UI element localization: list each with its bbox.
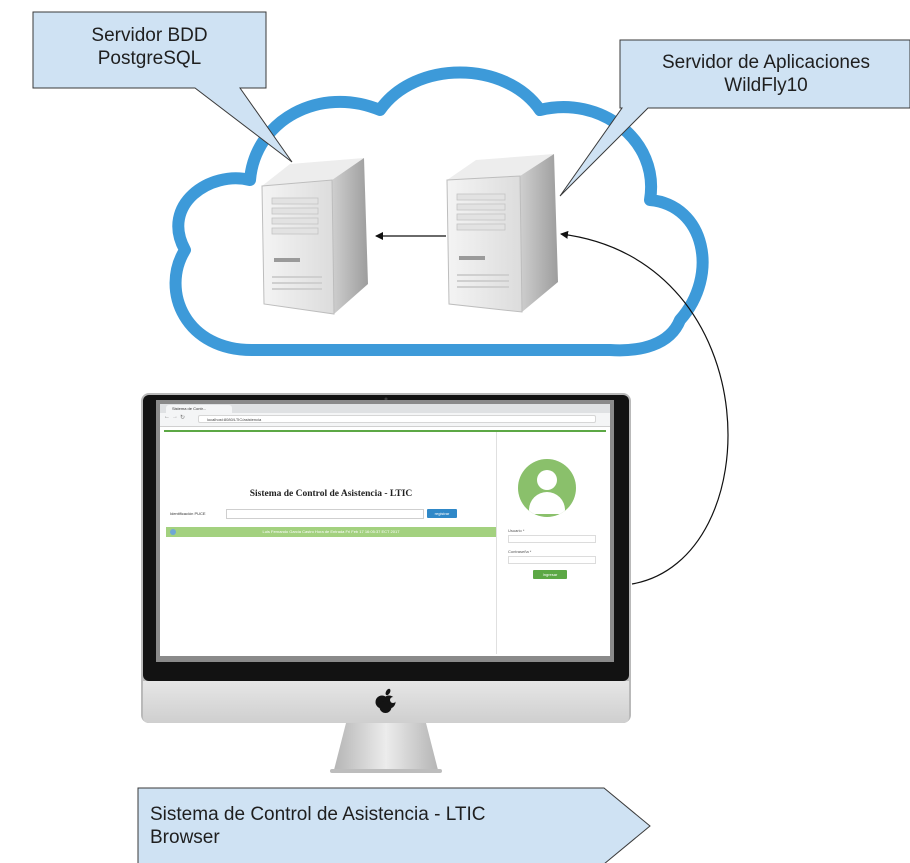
username-input[interactable] [508, 535, 596, 543]
avatar-head [537, 470, 557, 490]
browser-toolbar: ← → ↻ localhost:8080/LTIC/asistencia [160, 413, 610, 427]
back-icon[interactable]: ← [164, 414, 170, 420]
browser-tab-title: Sistema de Contr... [172, 406, 207, 411]
database-callout-label: Servidor BDD PostgreSQL [33, 24, 266, 70]
browser-callout-shape [137, 787, 651, 863]
info-icon [170, 529, 176, 535]
username-label: Usuario * [508, 528, 525, 533]
forward-icon[interactable]: → [172, 414, 178, 420]
database-server-icon [261, 158, 368, 315]
login-button[interactable]: Ingresar [533, 570, 567, 579]
browser-label-line1: Sistema de Control de Asistencia - LTIC [150, 804, 486, 825]
app-server-label-line2: WildFly10 [724, 75, 808, 96]
avatar-body [529, 492, 565, 514]
app-server-icon [446, 154, 558, 313]
browser-label-line2: Browser [150, 827, 220, 848]
monitor-stand-icon [330, 723, 442, 773]
register-button[interactable]: registrar [427, 509, 457, 518]
panel-divider [496, 432, 497, 654]
database-label-line1: Servidor BDD [91, 25, 208, 46]
database-callout-shape [32, 11, 293, 163]
database-label-line2: PostgreSQL [97, 48, 202, 69]
apple-logo-icon [375, 688, 396, 713]
url-bar[interactable]: localhost:8080/LTIC/asistencia [198, 415, 596, 423]
reload-icon[interactable]: ↻ [180, 415, 186, 421]
user-avatar-icon [518, 459, 576, 517]
app-title: Sistema de Control de Asistencia - LTIC [249, 489, 413, 499]
app-server-callout-shape [559, 39, 910, 197]
url-text: localhost:8080/LTIC/asistencia [207, 417, 262, 422]
attendance-notice: Luis Fernando Garcia Castro Hora de Entr… [166, 527, 496, 537]
monitor-screen: Sistema de Contr... ← → ↻ localhost:8080… [160, 404, 610, 656]
id-input[interactable] [226, 509, 424, 519]
browser-callout-label: Sistema de Control de Asistencia - LTIC … [150, 803, 610, 849]
app-server-callout-label: Servidor de Aplicaciones WildFly10 [622, 51, 910, 97]
password-label: Contraseña * [508, 549, 532, 554]
header-accent-bar [164, 430, 606, 432]
browser-to-server-arrow [560, 230, 729, 585]
notice-text: Luis Fernando Garcia Castro Hora de Entr… [262, 529, 400, 534]
app-server-label-line1: Servidor de Aplicaciones [661, 52, 871, 73]
browser-tab-strip: Sistema de Contr... [160, 404, 610, 413]
id-field-label: Identificación PUCE [170, 511, 206, 516]
password-input[interactable] [508, 556, 596, 564]
browser-tab[interactable]: Sistema de Contr... [166, 405, 232, 413]
